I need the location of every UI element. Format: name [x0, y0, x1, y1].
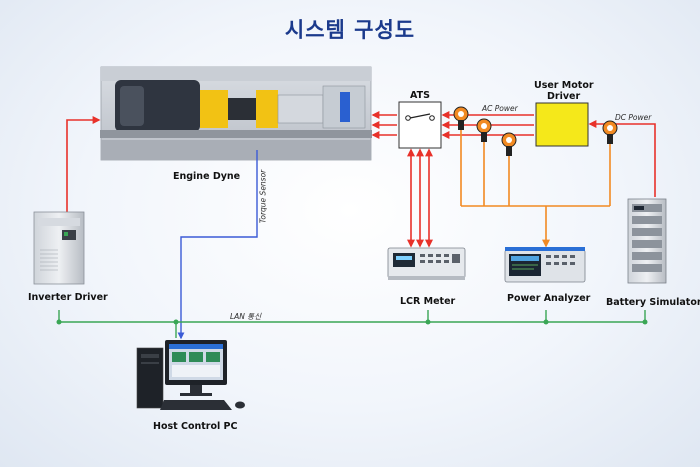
current-clamp-icons [453, 106, 618, 156]
lcr-meter-label: LCR Meter [400, 296, 456, 307]
ats-lcr-lines [407, 148, 433, 248]
dc-power-label: DC Power [615, 113, 652, 122]
ac-power-label: AC Power [482, 104, 518, 113]
ats-label: ATS [410, 90, 430, 101]
torque-sensor-label: Torque Sensor [258, 169, 268, 224]
power-lines-engine-ats [371, 111, 397, 139]
lcr-meter-image [387, 247, 466, 280]
lan-label: LAN 통신 [230, 312, 262, 321]
lan-junction-dots [56, 319, 648, 325]
inverter-power-line [66, 116, 101, 212]
battery-simulator-label: Battery Simulator [606, 297, 700, 308]
torque-sensor-line [177, 150, 258, 340]
page-title: 시스템 구성도 [284, 18, 416, 42]
ats-switch [398, 101, 442, 149]
user-motor-driver-label-line2: Driver [547, 91, 581, 102]
inverter-driver-label: Inverter Driver [28, 292, 108, 303]
dc-power-line [588, 120, 656, 197]
user-motor-driver-box [535, 102, 589, 147]
user-motor-driver-label-line1: User Motor [534, 80, 594, 91]
measurement-lines [460, 118, 611, 248]
inverter-driver-image [33, 211, 85, 285]
host-control-pc-label: Host Control PC [153, 421, 238, 432]
engine-dyne-image [100, 66, 372, 161]
battery-simulator-image [627, 198, 667, 284]
power-analyzer-label: Power Analyzer [507, 293, 591, 304]
engine-dyne-label: Engine Dyne [173, 171, 241, 182]
power-analyzer-image [504, 247, 586, 283]
host-control-pc-image [136, 340, 245, 410]
lan-line [58, 310, 646, 338]
